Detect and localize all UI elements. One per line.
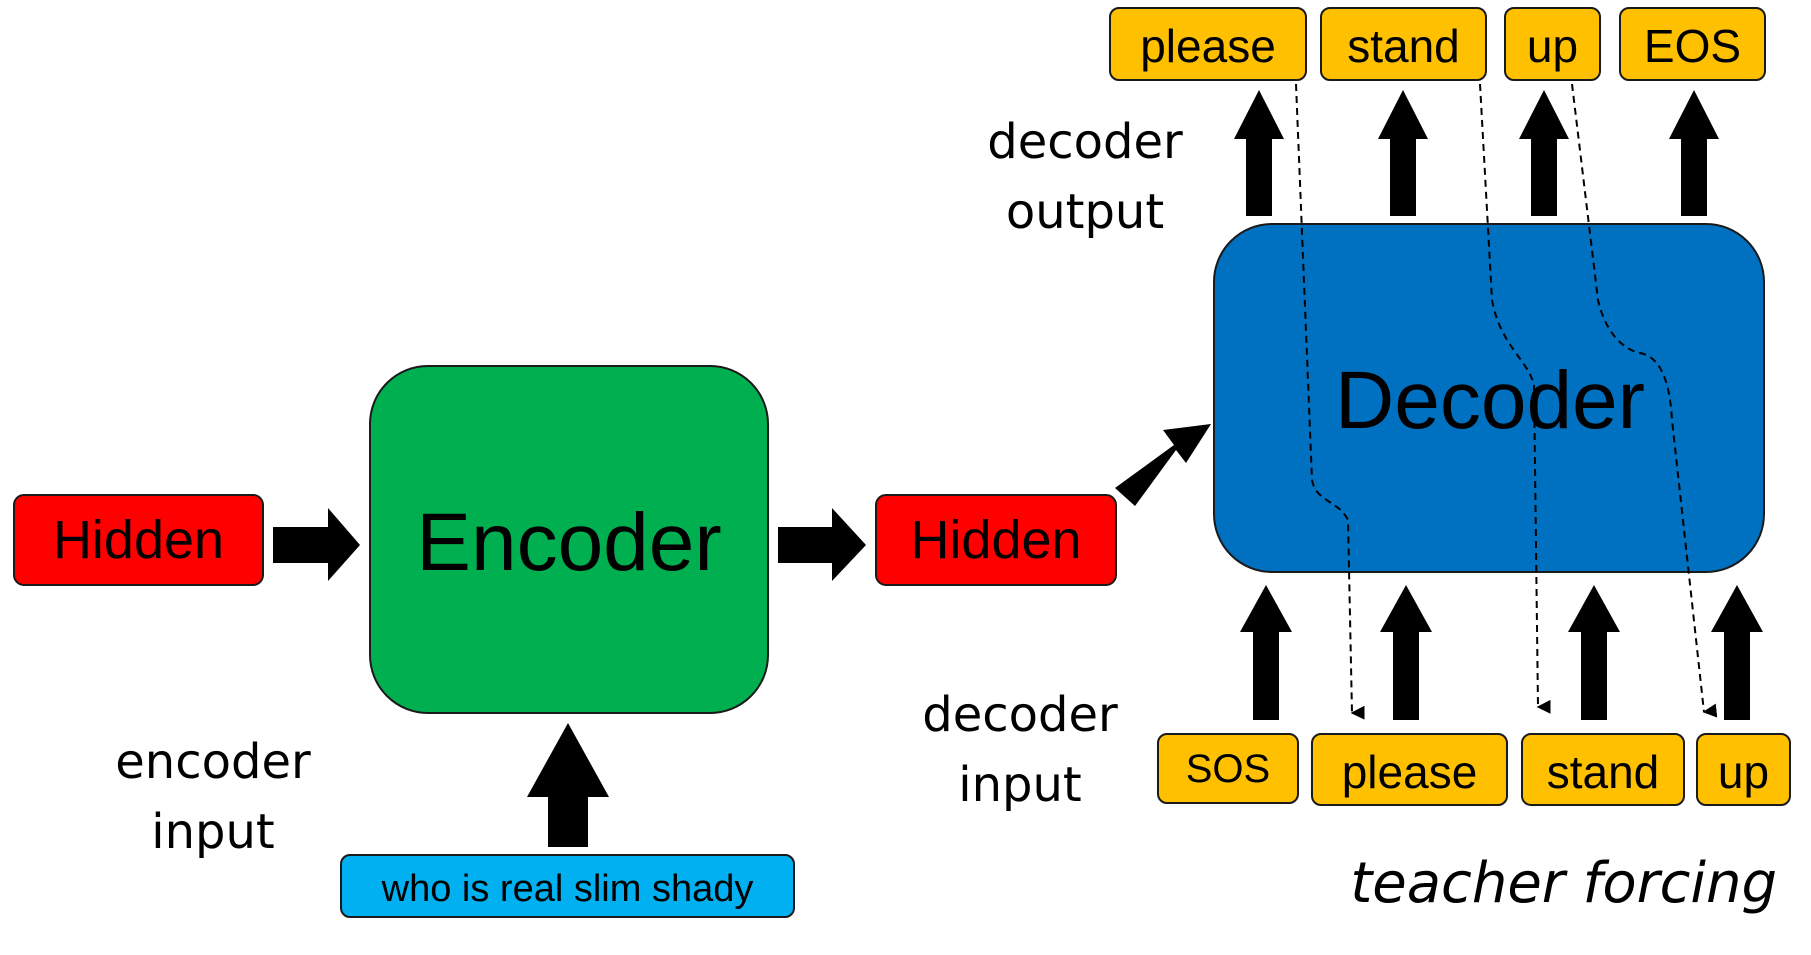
decoder-output-token: EOS: [1619, 7, 1766, 81]
decoder-input-token-box: [1311, 733, 1508, 806]
arrow-decoder-to-output: [1234, 90, 1284, 216]
hidden-state-input: Hidden: [13, 494, 264, 586]
teacher-forcing-link: [1295, 83, 1365, 720]
decoder-input-caption-line2: input: [958, 757, 1081, 813]
decoder-output-token-label: stand: [1347, 20, 1460, 72]
decoder-output-caption-line2: output: [1006, 184, 1164, 240]
decoder-output-token-label: please: [1140, 20, 1276, 72]
encoder-box: [369, 365, 769, 714]
arrow-decoder-to-output: [1669, 90, 1719, 216]
hidden-state-input-label: Hidden: [53, 510, 224, 570]
arrow-input-to-decoder: [1380, 585, 1432, 720]
decoder-output-token: up: [1504, 7, 1601, 81]
decoder-output-token-box: [1109, 7, 1307, 81]
teacher-forcing-note: teacher forcing: [1350, 851, 1777, 916]
decoder-input-token: SOS: [1157, 733, 1299, 804]
decoder-box: [1213, 223, 1765, 573]
decoder-input-token: please: [1311, 733, 1508, 806]
decoder-input-token: stand: [1521, 733, 1685, 806]
decoder-output-token-box: [1619, 7, 1766, 81]
arrow-decoder-to-output: [1519, 90, 1569, 216]
decoder-input-caption-line1: decoder: [922, 687, 1118, 743]
teacher-forcing-link: [1479, 83, 1551, 714]
decoder-input-token: up: [1696, 733, 1791, 806]
decoder-input-token-label: up: [1718, 746, 1769, 798]
decoder-output-token-box: [1320, 7, 1487, 81]
decoder-input-token-label: SOS: [1186, 747, 1270, 791]
arrow-encoder-to-hidden: [778, 508, 866, 581]
decoder-input-token-box: [1696, 733, 1791, 806]
decoder-output-token-label: EOS: [1644, 20, 1741, 72]
arrow-hidden-to-encoder: [273, 508, 360, 581]
encoder-input-caption-line1: encoder: [115, 734, 311, 790]
decoder-output-token: please: [1109, 7, 1307, 81]
encoder-label: Encoder: [416, 497, 721, 588]
arrow-input-to-decoder: [1568, 585, 1620, 720]
decoder-output-caption-line1: decoder: [987, 114, 1183, 170]
arrow-hidden-to-decoder: [1115, 424, 1211, 506]
teacher-forcing-link: [1571, 83, 1718, 718]
decoder-input-token-label: stand: [1547, 746, 1660, 798]
decoder-label: Decoder: [1335, 355, 1645, 446]
hidden-state-input-box: [13, 494, 264, 586]
decoder-output-token-box: [1504, 7, 1601, 81]
arrow-input-to-encoder: [527, 723, 609, 847]
hidden-state-output: Hidden: [875, 494, 1117, 586]
arrow-decoder-to-output: [1378, 90, 1428, 216]
decoder-output-token-label: up: [1527, 20, 1578, 72]
arrow-input-to-decoder: [1240, 585, 1292, 720]
encoder-input: who is real slim shady: [340, 854, 795, 918]
decoder: Decoder: [1213, 223, 1765, 573]
decoder-input-token-box: [1521, 733, 1685, 806]
decoder-input-token-label: please: [1342, 746, 1478, 798]
decoder-input-token-box: [1157, 733, 1299, 804]
encoder-input-caption-line2: input: [151, 804, 274, 860]
hidden-state-output-label: Hidden: [910, 510, 1081, 570]
hidden-state-output-box: [875, 494, 1117, 586]
arrow-input-to-decoder: [1711, 585, 1763, 720]
decoder-output-token: stand: [1320, 7, 1487, 81]
encoder-input-text: who is real slim shady: [381, 868, 754, 910]
encoder-input-box: [340, 854, 795, 918]
encoder: Encoder: [369, 365, 769, 714]
